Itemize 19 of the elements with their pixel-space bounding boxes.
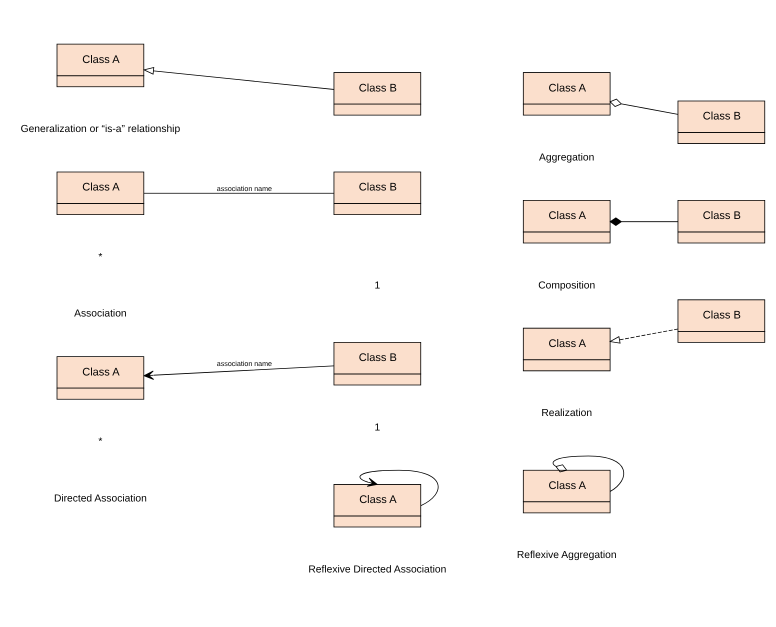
label: Association — [74, 308, 127, 320]
connector — [609, 216, 678, 226]
label: * — [98, 436, 102, 448]
label: Realization — [541, 408, 592, 419]
label: Composition — [538, 280, 596, 291]
label: Reflexive Directed Association — [308, 564, 446, 575]
arrow — [142, 66, 334, 90]
connector — [552, 455, 624, 492]
connector — [609, 98, 678, 114]
label: 1 — [374, 280, 380, 291]
connector — [144, 192, 334, 194]
label: Directed Association — [54, 492, 147, 504]
label: Aggregation — [539, 152, 594, 163]
arrow — [144, 365, 334, 380]
arrow — [609, 328, 678, 344]
label: Generalization or “is-a” relationship — [20, 124, 180, 135]
label: Reflexive Aggregation — [516, 550, 617, 561]
label: 1 — [374, 422, 380, 433]
label: * — [98, 251, 102, 262]
